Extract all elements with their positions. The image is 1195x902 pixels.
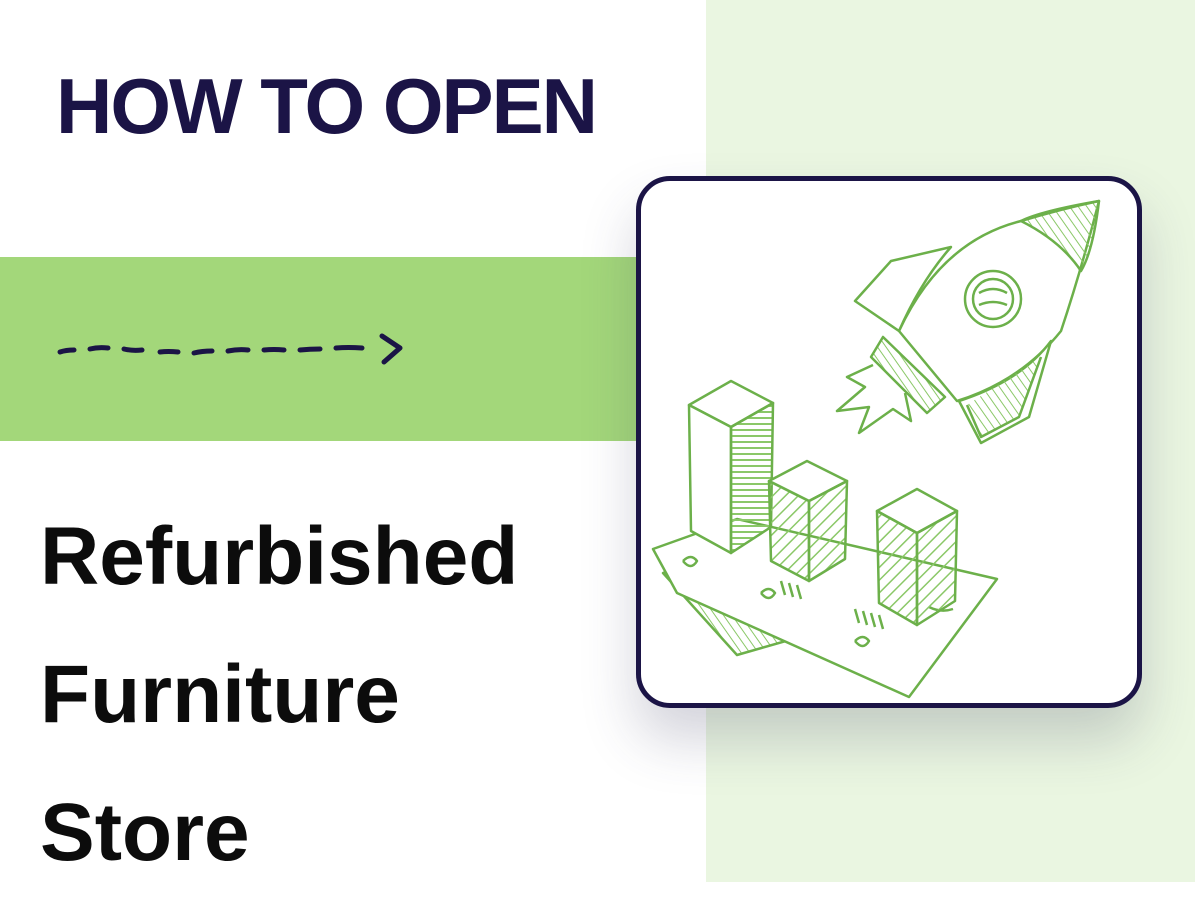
page: { "colors": { "navy": "#1b1446", "green_… <box>0 0 1195 882</box>
kicker-heading: HOW TO OPEN <box>56 62 598 150</box>
store-title: Refurbished Furniture Store <box>40 488 640 902</box>
illustration-card <box>636 176 1142 708</box>
illustration-svg <box>651 199 1101 699</box>
title-line-1: Refurbished <box>40 511 519 602</box>
title-line-3: Store <box>40 787 250 878</box>
title-line-2: Furniture <box>40 649 400 740</box>
dashed-arrow-icon <box>57 333 403 365</box>
bar-chart-icon <box>687 379 959 627</box>
rocket-icon <box>835 199 1101 445</box>
